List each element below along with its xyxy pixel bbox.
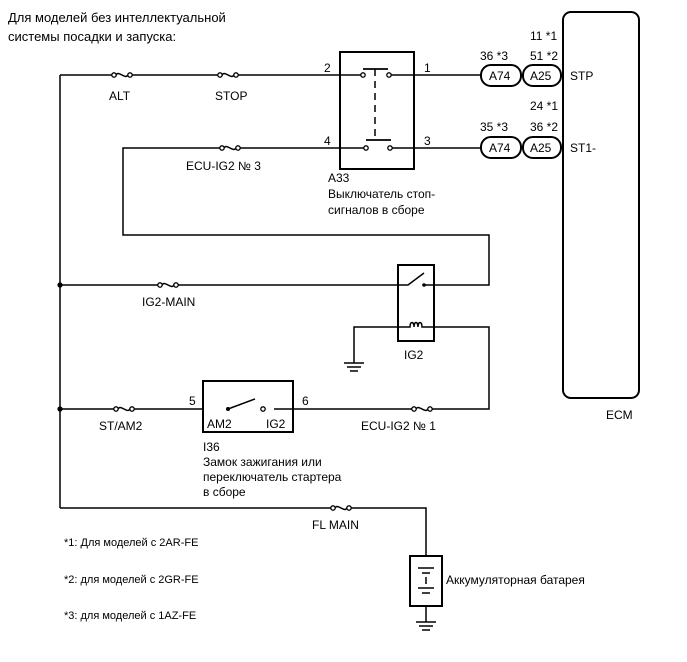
wire-fl-main (60, 507, 427, 556)
st1-pin-top: 24 *1 (530, 99, 558, 113)
st1-pin-a74: 35 *3 (480, 120, 508, 134)
ignition-ig2-label: IG2 (266, 417, 286, 431)
ecu-ig2-3-fuse-icon (219, 145, 241, 151)
ignition-name-1: Замок зажигания или (203, 455, 322, 469)
fuse-label-ig2-main: IG2-MAIN (142, 295, 195, 309)
footnote-2: *2: для моделей с 2GR-FE (64, 574, 199, 586)
fuse-label-fl-main: FL MAIN (312, 518, 359, 532)
pin-1: 1 (424, 61, 431, 75)
ground-icon (344, 362, 364, 372)
connector-label: A25 (530, 141, 552, 155)
connector-a25-stp (522, 64, 562, 87)
connector-a74-st1 (480, 136, 522, 159)
ignition-name-3: в сборе (203, 485, 246, 499)
connector-a25-st1 (522, 136, 562, 159)
stop-fuse-icon (217, 72, 239, 78)
wire-ecu-ig2-3 (122, 147, 490, 286)
ecm-label: ECM (606, 408, 633, 422)
stop-switch-name-1: Выключатель стоп- (328, 187, 435, 201)
stp-pin-top: 11 *1 (530, 29, 557, 43)
ground-icon (416, 621, 436, 631)
ecm-st1-label: ST1- (570, 141, 596, 155)
footnote-1: *1: Для моделей с 2AR-FE (64, 537, 198, 549)
ignition-name-2: переключатель стартера (203, 470, 342, 484)
ecu-ig2-1-fuse-icon (411, 406, 433, 412)
header-line-1: Для моделей без интеллектуальной (8, 10, 226, 25)
ignition-pin-6: 6 (302, 394, 309, 408)
ig2-main-fuse-icon (157, 282, 179, 288)
pin-4: 4 (324, 134, 331, 148)
ig2-relay-body (397, 264, 435, 342)
ignition-pin-5: 5 (189, 394, 196, 408)
relay-coil-icon (398, 321, 434, 328)
stp-pin-a74: 36 *3 (480, 49, 508, 63)
pin-2: 2 (324, 61, 331, 75)
connector-label: A74 (489, 141, 511, 155)
ignition-switch-body (202, 380, 294, 433)
fl-main-fuse-icon (330, 505, 352, 511)
fuse-label-alt: ALT (109, 89, 131, 103)
st1-pin-a25: 36 *2 (530, 120, 558, 134)
ecm-stp-label: STP (570, 69, 593, 83)
ignition-code: I36 (203, 440, 220, 454)
stop-switch-name-2: сигналов в сборе (328, 203, 425, 217)
fuse-label-st-am2: ST/AM2 (99, 419, 143, 433)
alt-fuse-icon (111, 72, 133, 78)
relay-label: IG2 (404, 348, 424, 362)
header-line-2: системы посадки и запуска: (8, 29, 176, 44)
stp-pin-a25: 51 *2 (530, 49, 558, 63)
footnote-3: *3: для моделей с 1AZ-FE (64, 610, 196, 622)
connector-label: A74 (489, 69, 511, 83)
pin-3: 3 (424, 134, 431, 148)
fuse-label-ecu-ig2-3: ECU-IG2 № 3 (186, 159, 261, 173)
stop-switch-body (339, 51, 415, 170)
ignition-am2-label: AM2 (207, 417, 232, 431)
battery-icon (418, 567, 434, 594)
stop-switch-code: A33 (328, 171, 350, 185)
st-am2-fuse-icon (113, 406, 135, 412)
fuse-label-ecu-ig2-1: ECU-IG2 № 1 (361, 419, 436, 433)
fuse-label-stop: STOP (215, 89, 247, 103)
battery-label: Аккумуляторная батарея (446, 573, 585, 587)
ecm-box (562, 11, 640, 399)
connector-label: A25 (530, 69, 552, 83)
connector-a74-stp (480, 64, 522, 87)
